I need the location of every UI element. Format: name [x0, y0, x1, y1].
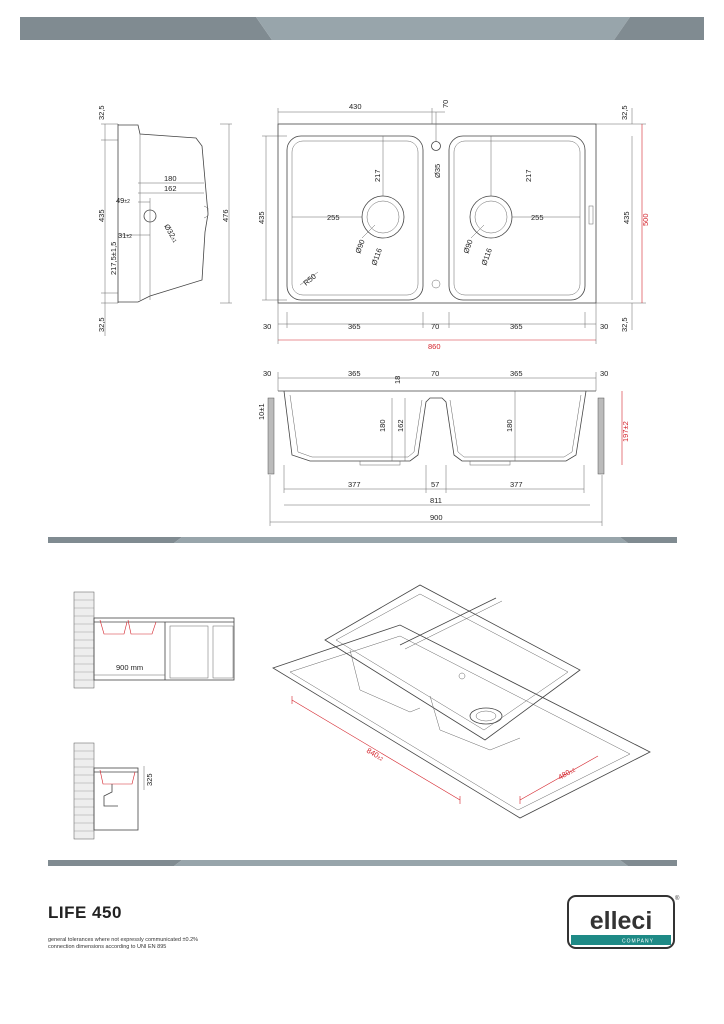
brand-tagline: COMPANY	[622, 939, 654, 945]
middle-band	[48, 537, 677, 543]
section-height-10: 10±1	[257, 403, 266, 420]
side-height-435: 435	[97, 209, 106, 222]
plan-bottom-30-left: 30	[263, 322, 271, 331]
plan-width-255-left: 255	[327, 213, 340, 222]
header-band	[20, 17, 704, 40]
section-height-180-left: 180	[378, 419, 387, 432]
section-bottom-377-left: 377	[348, 480, 361, 489]
section-bottom-57: 57	[431, 480, 439, 489]
plan-depth-217-right: 217	[524, 169, 533, 182]
cabinet-side-view: 325	[73, 742, 154, 840]
plan-width-70: 70	[441, 100, 450, 108]
section-height-162: 162	[396, 419, 405, 432]
plan-height-435-left: 435	[257, 211, 266, 224]
connection-note: connection dimensions according to UNI E…	[48, 944, 167, 950]
plan-dia-90-right: Ø90	[461, 238, 474, 254]
cabinet-height-325: 325	[145, 773, 154, 786]
cabinet-width-label: 900 mm	[116, 663, 143, 672]
plan-bottom-30-right: 30	[600, 322, 608, 331]
section-height-180-right: 180	[505, 419, 514, 432]
footer-band	[48, 860, 677, 866]
plan-width-430: 430	[349, 102, 362, 111]
side-width-162: 162	[164, 184, 177, 193]
plan-width-255-right: 255	[531, 213, 544, 222]
section-top-18: 18	[393, 376, 402, 384]
plan-bottom-70: 70	[431, 322, 439, 331]
side-profile-view: 32,5 180 162 49±2 31±2 Ø32±1 435 217,5±1…	[97, 105, 232, 336]
plan-dia-116-right: Ø116	[479, 247, 494, 267]
plan-bottom-365-left: 365	[348, 322, 361, 331]
plan-dia-116-left: Ø116	[369, 247, 384, 267]
plan-height-435-right: 435	[622, 211, 631, 224]
section-top-365-left: 365	[348, 369, 361, 378]
plan-dia-90-left: Ø90	[353, 238, 366, 254]
plan-bottom-365-right: 365	[510, 322, 523, 331]
side-height-217: 217,5±1,5	[109, 242, 118, 275]
side-width-180: 180	[164, 174, 177, 183]
side-height-476: 476	[221, 209, 230, 222]
plan-view: 430 70 32,5 217 217 Ø35 255 255 435 435 …	[257, 100, 650, 351]
plan-height-500: 500	[641, 213, 650, 226]
plan-top-325: 32,5	[620, 105, 629, 120]
cutout-480: 480±2	[557, 765, 577, 782]
section-top-30-left: 30	[263, 369, 271, 378]
section-top-30-right: 30	[600, 369, 608, 378]
side-dia-32: Ø32±1	[162, 223, 180, 245]
brand-name: elleci	[590, 907, 653, 935]
side-bottom-325: 32,5	[97, 317, 106, 332]
isometric-view: 840±2 480±2	[272, 584, 651, 819]
tolerance-note: general tolerances where not expressly c…	[48, 937, 199, 943]
section-view: 30 365 18 70 365 30 10±1 180 162 180 197…	[257, 369, 630, 526]
cabinet-front-view: 900 mm	[73, 591, 235, 689]
section-height-197: 197±2	[621, 421, 630, 442]
section-top-70: 70	[431, 369, 439, 378]
plan-dia-35: Ø35	[433, 164, 442, 178]
section-width-900: 900	[430, 513, 443, 522]
side-offset-49: 49±2	[116, 196, 130, 205]
side-offset-31: 31±2	[118, 231, 132, 240]
section-bottom-377-right: 377	[510, 480, 523, 489]
section-width-811: 811	[430, 496, 442, 505]
elleci-logo: elleci COMPANY ®	[567, 895, 680, 949]
side-top-325: 32,5	[97, 105, 106, 120]
plan-depth-217-left: 217	[373, 169, 382, 182]
section-top-365-right: 365	[510, 369, 523, 378]
cutout-840: 840±2	[365, 746, 385, 763]
product-title: LIFE 450	[48, 903, 122, 922]
brand-registered: ®	[675, 895, 680, 902]
plan-bottom-325: 32,5	[620, 317, 629, 332]
plan-total-860: 860	[428, 342, 441, 351]
